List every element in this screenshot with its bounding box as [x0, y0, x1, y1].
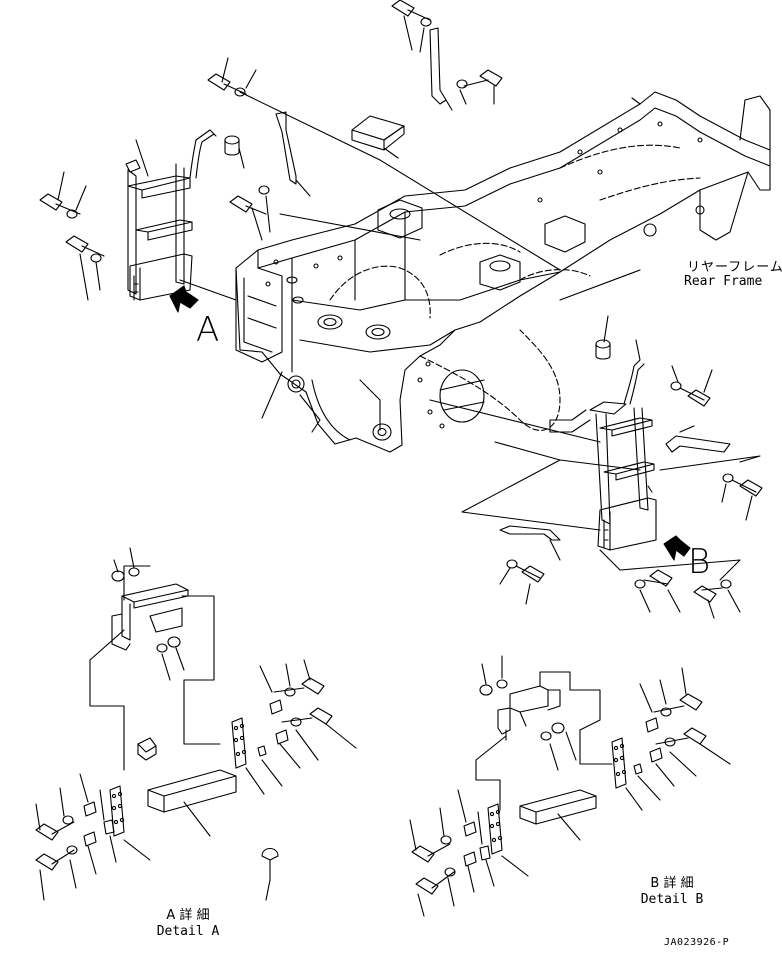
- cap-nut-left: [224, 135, 245, 169]
- brackets-right: [499, 365, 763, 605]
- detail-b-assembly: [409, 655, 731, 917]
- detail-a-caption: A 詳 細 Detail A: [148, 908, 228, 940]
- rear-frame-label-jp: リヤーフレーム: [687, 260, 782, 275]
- marker-b: B: [688, 542, 711, 582]
- marker-a: A: [196, 310, 220, 350]
- drawing-code: JA023926-P: [664, 937, 730, 948]
- rear-frame-label-en: Rear Frame: [684, 274, 763, 289]
- detail-b-caption: B 詳 細 Detail B: [632, 876, 712, 908]
- ladder-left: [125, 129, 217, 301]
- bolts-top-right: [351, 0, 503, 159]
- rear-frame: [235, 91, 771, 453]
- detail-b-label-jp: B 詳 細: [650, 876, 694, 891]
- arrow-a: [169, 285, 199, 313]
- arrow-b: [663, 535, 691, 561]
- ladder-right: [549, 339, 657, 551]
- bolts-top-center: [207, 57, 311, 241]
- bolts-left-upper: [39, 171, 105, 301]
- bolts-right-lower: [599, 549, 741, 619]
- detail-a-label-en: Detail A: [156, 924, 220, 939]
- detail-b-label-en: Detail B: [640, 892, 704, 907]
- detail-a-assembly: [35, 547, 357, 901]
- cap-nut-right: [595, 315, 611, 360]
- detail-a-label-jp: A 詳 細: [166, 908, 210, 923]
